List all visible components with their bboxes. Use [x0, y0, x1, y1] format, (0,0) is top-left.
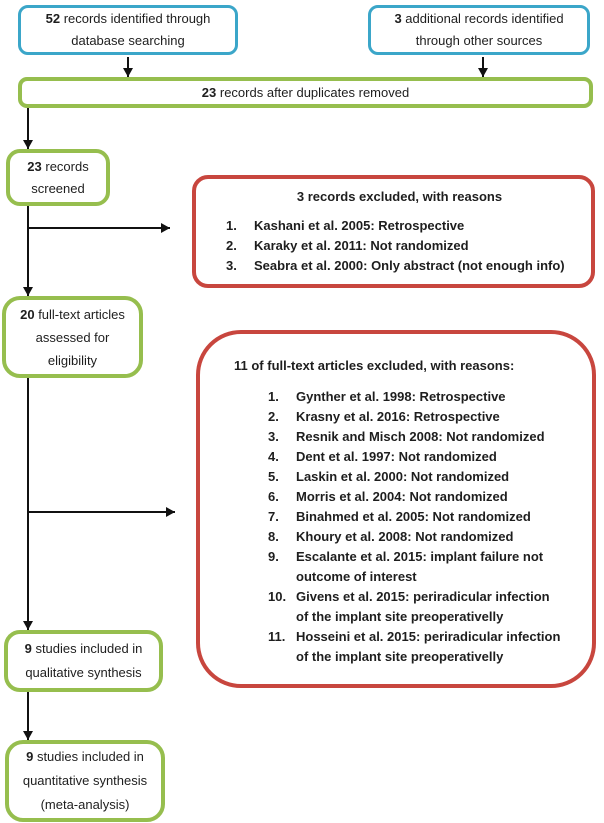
records-database-count: 52: [45, 11, 61, 26]
exclusion-item: 2.Krasny et al. 2016: Retrospective: [268, 409, 500, 424]
excluded-fulltext-title: 11 of full-text articles excluded, with …: [234, 358, 515, 373]
quantitative-count: 9: [26, 749, 34, 764]
box-records-identified-database-text: 52 records identified through database s…: [45, 11, 211, 48]
box-records-identified-database: 52 records identified through database s…: [18, 5, 238, 55]
box-records-other-sources-text: 3 additional records identified through …: [394, 11, 564, 48]
arrow-duplicates-to-screened: [23, 108, 33, 149]
box-qualitative-synthesis: 9 studies included in qualitative synthe…: [4, 630, 163, 692]
screened-count: 23: [27, 158, 42, 174]
arrow-screened-to-excluded: [28, 223, 170, 233]
exclusion-item: 9.Escalante et al. 2015: implant failure…: [268, 549, 544, 584]
arrow-database-to-duplicates: [123, 57, 133, 77]
exclusion-item: 1.Gynther et al. 1998: Retrospective: [268, 389, 506, 404]
exclusion-item: 3.Seabra et al. 2000: Only abstract (not…: [226, 258, 565, 273]
box-quantitative-synthesis-text: 9 studies included in quantitative synth…: [22, 749, 148, 812]
box-fulltext-assessed-text: 20 full-text articles assessed for eligi…: [20, 306, 125, 368]
box-qualitative-synthesis-text: 9 studies included in qualitative synthe…: [24, 641, 143, 680]
exclusion-item: 10.Givens et al. 2015: periradicular inf…: [268, 589, 550, 624]
excluded-screening-list: 1.Kashani et al. 2005: Retrospective 2.K…: [226, 216, 573, 276]
box-excluded-fulltext: 11 of full-text articles excluded, with …: [196, 330, 596, 688]
exclusion-item: 8.Khoury et al. 2008: Not randomized: [268, 529, 514, 544]
fulltext-count: 20: [20, 306, 35, 322]
box-records-other-sources: 3 additional records identified through …: [368, 5, 590, 55]
excluded-screening-title: 3 records excluded, with reasons: [296, 189, 503, 204]
exclusion-item: 1.Kashani et al. 2005: Retrospective: [226, 218, 465, 233]
exclusion-item: 3.Resnik and Misch 2008: Not randomized: [268, 429, 545, 444]
arrow-fulltext-to-excluded: [28, 507, 175, 517]
arrow-screened-to-fulltext: [23, 206, 33, 296]
exclusion-item: 2.Karaky et al. 2011: Not randomized: [226, 238, 469, 253]
box-records-screened: 23 records screened: [6, 149, 110, 206]
arrow-othersources-to-duplicates: [478, 57, 488, 77]
excluded-fulltext-list: 1.Gynther et al. 1998: Retrospective 2.K…: [234, 387, 566, 667]
box-fulltext-assessed: 20 full-text articles assessed for eligi…: [2, 296, 143, 378]
box-quantitative-synthesis: 9 studies included in quantitative synth…: [5, 740, 165, 822]
arrow-fulltext-to-qualitative: [23, 378, 33, 630]
exclusion-item: 5.Laskin et al. 2000: Not randomized: [268, 469, 510, 484]
exclusion-item: 11.Hosseini et al. 2015: periradicular i…: [268, 629, 561, 664]
exclusion-item: 6.Morris et al. 2004: Not randomized: [268, 489, 508, 504]
qualitative-count: 9: [24, 641, 32, 656]
duplicates-count: 23: [201, 84, 217, 100]
box-records-screened-text: 23 records screened: [27, 158, 89, 196]
records-other-count: 3: [394, 11, 402, 26]
exclusion-item: 7.Binahmed et al. 2005: Not randomized: [268, 509, 531, 524]
box-records-after-duplicates: 23 records after duplicates removed: [18, 77, 593, 108]
exclusion-item: 4.Dent et al. 1997: Not randomized: [268, 449, 497, 464]
box-excluded-screening: 3 records excluded, with reasons 1.Kasha…: [192, 175, 595, 288]
arrow-qualitative-to-quantitative: [23, 692, 33, 740]
box-records-after-duplicates-text: 23 records after duplicates removed: [201, 84, 410, 100]
